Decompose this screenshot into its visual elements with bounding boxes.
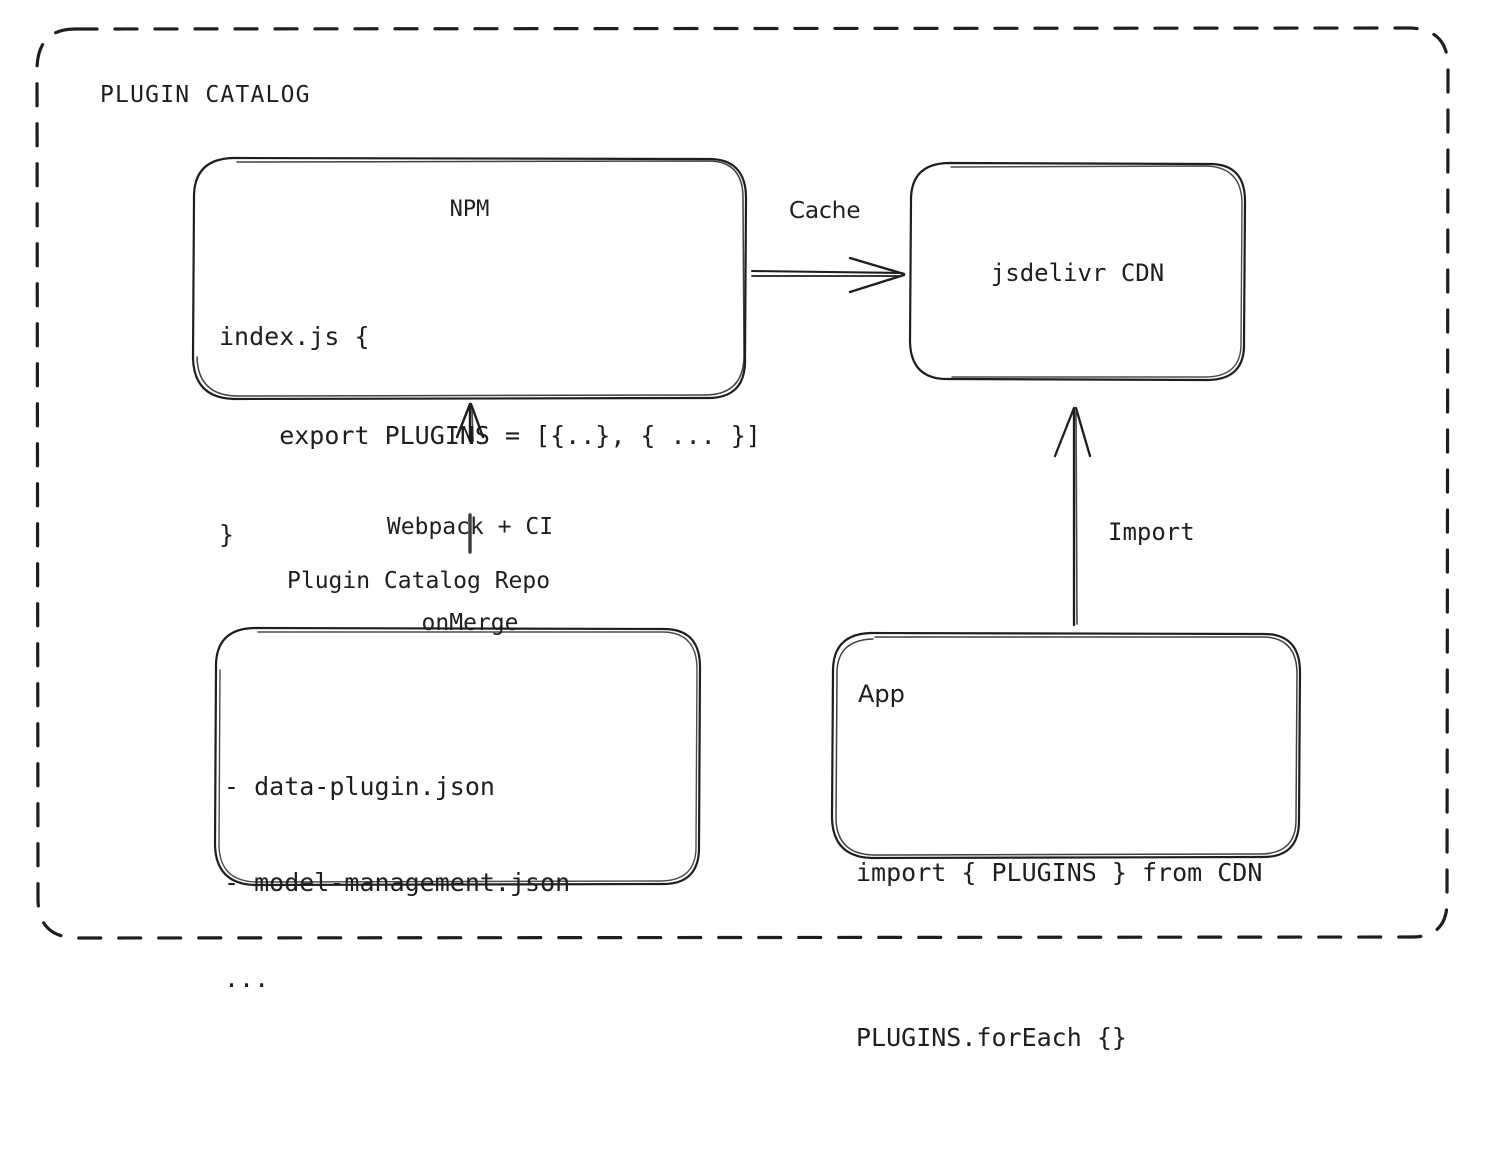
edge-label-webpack-ci: Webpack + CI onMerge <box>375 447 565 703</box>
npm-code-line-2: export PLUGINS = [{..}, { ... }] <box>219 421 761 450</box>
edge-label-webpack-ci-line-2: onMerge <box>421 610 519 636</box>
repo-node-file-list: - data-plugin.json - model-management.js… <box>224 707 570 1059</box>
edge-npm-to-cdn <box>750 256 906 294</box>
npm-node-title: NPM <box>449 197 490 222</box>
repo-file-item-2: - model-management.json <box>224 868 571 897</box>
npm-code-line-1: index.js { <box>219 322 370 351</box>
edge-label-cache: Cache <box>789 198 861 224</box>
repo-file-item-1: - data-plugin.json <box>224 772 495 801</box>
npm-node-code: index.js { export PLUGINS = [{..}, { ...… <box>219 254 761 617</box>
app-node-code: import { PLUGINS } from CDN PLUGINS.forE… <box>856 735 1262 1175</box>
app-code-line-1: import { PLUGINS } from CDN <box>856 858 1263 887</box>
app-node-title: App <box>858 680 905 708</box>
npm-code-line-3: } <box>219 520 235 549</box>
frame-title: PLUGIN CATALOG <box>100 82 311 108</box>
cdn-node-title: jsdelivr CDN <box>990 259 1165 287</box>
edge-app-to-cdn <box>1053 406 1092 627</box>
repo-node-caption: Plugin Catalog Repo <box>287 568 551 594</box>
edge-label-webpack-ci-line-1: Webpack + CI <box>386 514 554 540</box>
repo-file-item-3: ... <box>224 964 270 993</box>
edge-label-import: Import <box>1108 518 1195 546</box>
diagram-canvas: PLUGIN CATALOG NPM index.js { export PLU… <box>35 26 1450 1052</box>
app-code-line-2: PLUGINS.forEach {} <box>856 1023 1127 1052</box>
